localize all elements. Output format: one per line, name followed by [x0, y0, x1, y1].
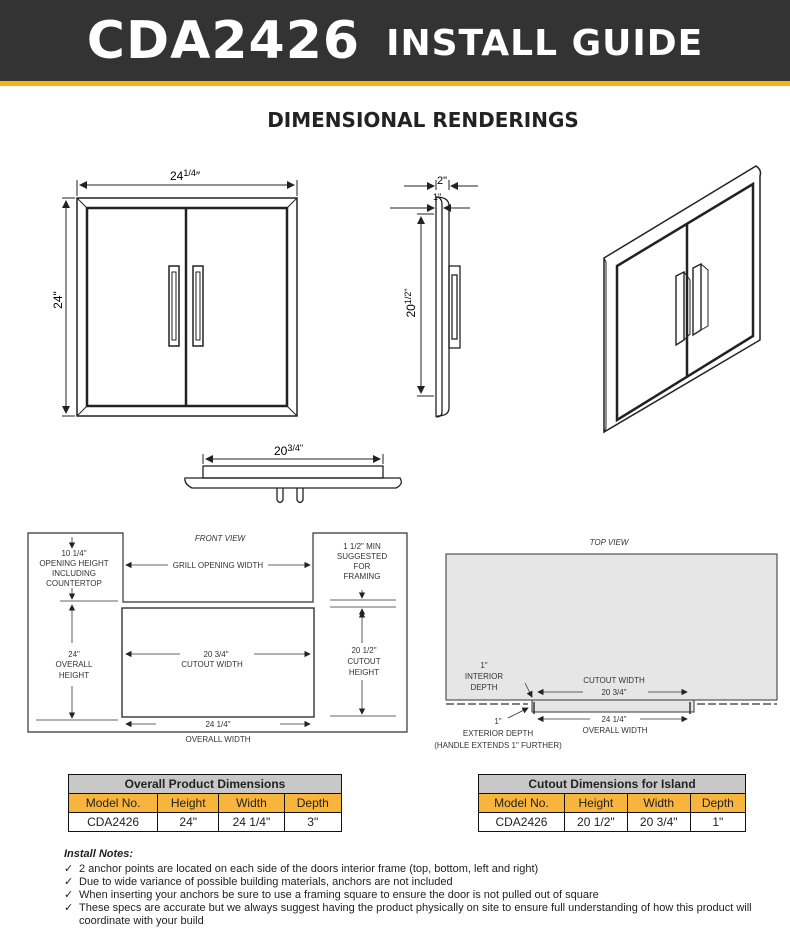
top-profile-drawing	[184, 465, 402, 504]
top-cutout-width-value: 20 3/4"	[601, 688, 626, 697]
table-header: Depth	[283, 793, 343, 813]
side-height-label: 201/2"	[403, 288, 418, 317]
exterior-depth-line1: 1"	[494, 717, 501, 726]
top-overall-width-label: OVERALL WIDTH	[582, 726, 647, 735]
opening-height-line1: 10 1/4"	[61, 549, 86, 558]
table-header: Width	[218, 793, 285, 813]
table-header: Height	[563, 793, 628, 813]
table-cell: 24 1/4"	[218, 812, 285, 832]
table-caption: Overall Product Dimensions	[68, 774, 342, 794]
section-title: DIMENSIONAL RENDERINGS	[267, 108, 579, 132]
interior-depth-line3: DEPTH	[470, 683, 497, 692]
install-notes: Install Notes: ✓2 anchor points are loca…	[64, 848, 764, 928]
check-icon: ✓	[64, 876, 74, 888]
notes-title: Install Notes:	[64, 848, 134, 860]
interior-depth-line2: INTERIOR	[465, 672, 503, 681]
table-header: Width	[626, 793, 691, 813]
top-view-title: TOP VIEW	[590, 538, 630, 547]
cutout-height-line1: 20 1/2"	[351, 646, 376, 655]
table-cell: CDA2426	[478, 812, 565, 832]
interior-depth-line1: 1"	[480, 661, 487, 670]
note-item: ✓These specs are accurate but we always …	[64, 902, 752, 927]
note-item: ✓When inserting your anchors be sure to …	[64, 889, 599, 901]
framing-line2: SUGGESTED	[337, 552, 387, 561]
header-title: INSTALL GUIDE	[386, 23, 704, 64]
perspective-drawing	[603, 165, 762, 434]
table-cell: 20 3/4"	[626, 812, 691, 832]
table-caption: Cutout Dimensions for Island	[478, 774, 746, 794]
table-header: Model No.	[67, 793, 159, 813]
overall-height-line3: HEIGHT	[59, 671, 89, 680]
exterior-depth-line3: (HANDLE EXTENDS 1" FURTHER)	[434, 741, 562, 750]
opening-height-line2: OPENING HEIGHT	[39, 559, 108, 568]
top-overall-width-value: 24 1/4"	[601, 715, 626, 724]
top-width-label: 203/4"	[274, 443, 303, 458]
table-cell: 24"	[157, 812, 220, 832]
side-thickness-label: 1"	[433, 192, 441, 202]
cutout-width-value: 20 3/4"	[203, 650, 228, 659]
overall-width-label: OVERALL WIDTH	[185, 735, 250, 744]
header-model: CDA2426	[86, 10, 361, 71]
framing-line4: FRAMING	[344, 572, 381, 581]
table-header: Height	[157, 793, 220, 813]
overall-height-line2: OVERALL	[56, 660, 93, 669]
cutout-height-line2: CUTOUT	[347, 657, 380, 666]
note-item: ✓Due to wide variance of possible buildi…	[64, 876, 453, 888]
grill-opening-width-label: GRILL OPENING WIDTH	[173, 561, 264, 570]
cutout-width-label: CUTOUT WIDTH	[181, 660, 243, 669]
opening-height-line3: INCLUDING	[52, 569, 96, 578]
check-icon: ✓	[64, 889, 74, 901]
front-door-drawing	[76, 197, 298, 417]
side-profile-drawing	[435, 196, 461, 418]
table-header: Depth	[689, 793, 747, 813]
front-view-title: FRONT VIEW	[195, 534, 247, 543]
check-icon: ✓	[64, 902, 74, 914]
page-header: CDA2426 INSTALL GUIDE	[0, 0, 790, 86]
side-depth-label: 2"	[437, 175, 447, 187]
check-icon: ✓	[64, 863, 74, 875]
note-item: ✓2 anchor points are located on each sid…	[64, 863, 539, 875]
table-cell: 20 1/2"	[563, 812, 628, 832]
cutout-height-line3: HEIGHT	[349, 668, 379, 677]
overall-height-line1: 24"	[68, 650, 80, 659]
front-height-label: 24"	[51, 291, 65, 309]
cutout-dimensions-table: Cutout Dimensions for Island Model No. H…	[478, 774, 747, 832]
table-cell: 3"	[283, 812, 343, 832]
table-cell: CDA2426	[67, 812, 159, 832]
exterior-depth-line2: EXTERIOR DEPTH	[463, 729, 533, 738]
opening-height-line4: COUNTERTOP	[46, 579, 102, 588]
top-cutout-width-label: CUTOUT WIDTH	[583, 676, 645, 685]
framing-line3: FOR	[354, 562, 371, 571]
table-cell: 1"	[689, 812, 747, 832]
overall-width-value: 24 1/4"	[205, 720, 230, 729]
front-view-diagram	[27, 532, 408, 733]
table-header: Model No.	[478, 793, 565, 813]
framing-line1: 1 1/2" MIN	[343, 542, 381, 551]
top-view-diagram	[445, 553, 778, 714]
front-width-label: 241/4″	[170, 168, 201, 183]
overall-dimensions-table: Overall Product Dimensions Model No. Hei…	[67, 774, 343, 832]
